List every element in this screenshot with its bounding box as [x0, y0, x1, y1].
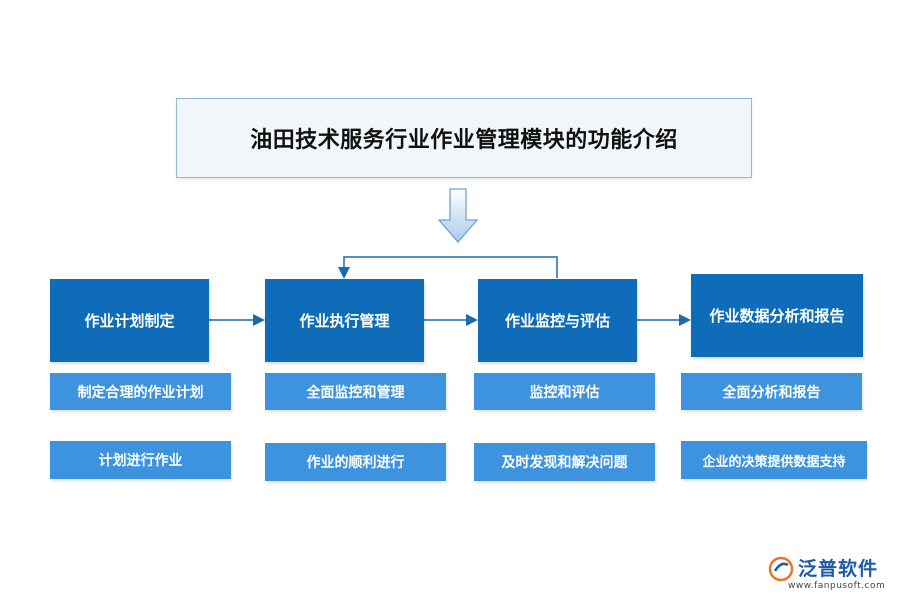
logo-url: www.fanpusoft.com — [788, 581, 886, 591]
sub-node: 全面监控和管理 — [265, 373, 446, 410]
sub-node-label: 全面监控和管理 — [306, 384, 405, 401]
down-arrow-icon — [438, 188, 478, 243]
logo-mark-icon — [768, 556, 794, 582]
sub-node: 全面分析和报告 — [681, 373, 862, 410]
sub-node-label: 作业的顺利进行 — [306, 455, 405, 471]
sub-node: 企业的决策提供数据支持 — [681, 441, 867, 479]
sub-node: 监控和评估 — [474, 373, 655, 410]
sub-node-label: 监控和评估 — [529, 384, 600, 401]
main-node-label: 作业监控与评估 — [504, 312, 610, 330]
sub-node-label: 全面分析和报告 — [722, 384, 821, 401]
main-node-analysis: 作业数据分析和报告 — [691, 274, 863, 357]
main-node-label: 作业执行管理 — [299, 312, 390, 330]
sub-node: 计划进行作业 — [50, 441, 231, 479]
main-node-execution: 作业执行管理 — [265, 279, 424, 362]
sub-node: 及时发现和解决问题 — [474, 443, 655, 481]
sub-node: 制定合理的作业计划 — [50, 373, 231, 410]
sub-node-label: 企业的决策提供数据支持 — [702, 454, 846, 470]
diagram-title: 油田技术服务行业作业管理模块的功能介绍 — [250, 127, 678, 153]
sub-node-label: 制定合理的作业计划 — [77, 384, 204, 401]
logo-name: 泛普软件 — [798, 558, 879, 580]
main-node-plan: 作业计划制定 — [50, 279, 209, 362]
main-node-monitoring: 作业监控与评估 — [478, 279, 637, 362]
main-node-label: 作业数据分析和报告 — [709, 307, 845, 325]
sub-node: 作业的顺利进行 — [265, 443, 446, 481]
feedback-connector — [338, 256, 558, 279]
main-node-label: 作业计划制定 — [84, 312, 175, 330]
sub-node-label: 及时发现和解决问题 — [501, 455, 628, 471]
brand-logo: 泛普软件 www.fanpusoft.com — [768, 554, 892, 596]
sub-node-label: 计划进行作业 — [98, 453, 183, 469]
diagram-title-box: 油田技术服务行业作业管理模块的功能介绍 — [176, 98, 752, 178]
